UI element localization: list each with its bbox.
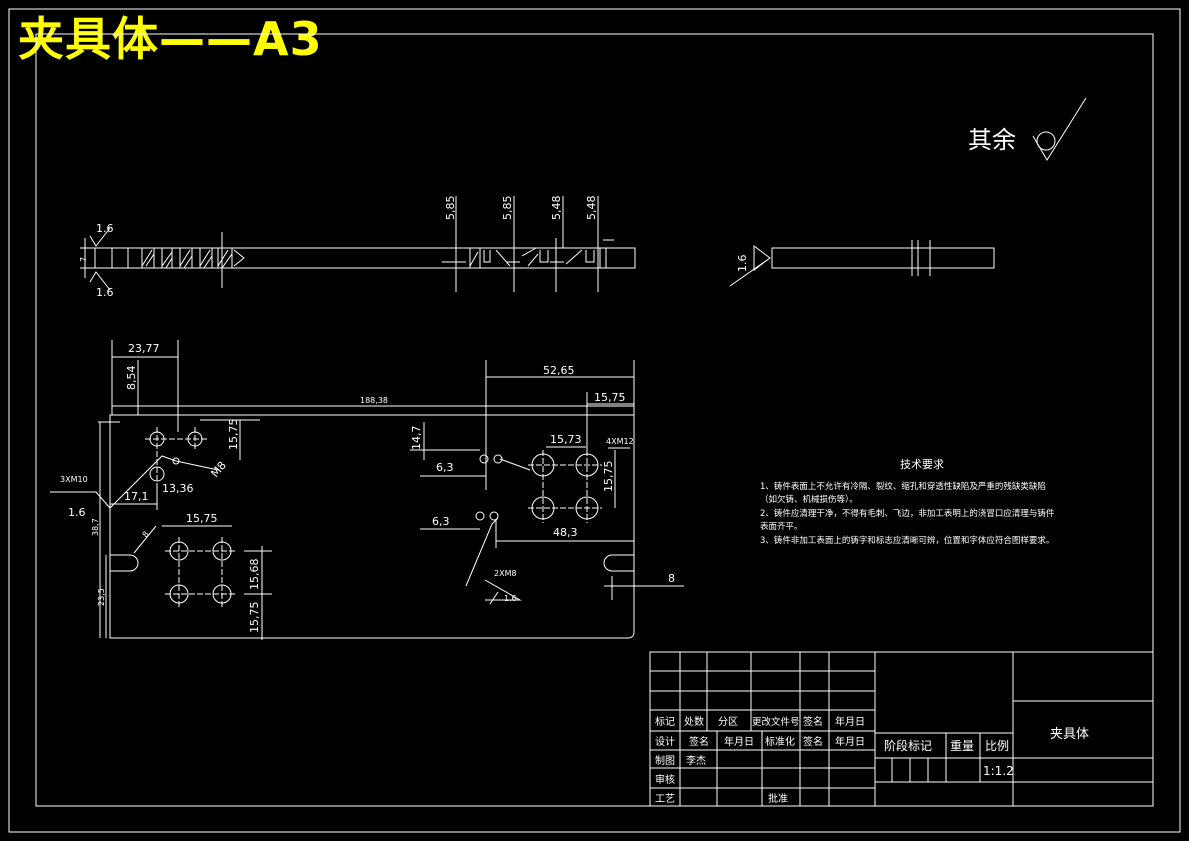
tb-shenhe: 审核 xyxy=(655,773,675,786)
tb-qianming-1: 签名 xyxy=(803,715,823,728)
tb-chushu: 处数 xyxy=(684,715,704,728)
dim-15-75-vert: 15,75 xyxy=(227,419,240,451)
plan-view-dims: 23,77 8,54 188,38 52,65 15,75 15,75 14,7… xyxy=(60,342,675,633)
dim-17-1: 17,1 xyxy=(124,490,149,503)
tb-qianming-3: 签名 xyxy=(803,735,823,748)
dim-8-slot: 8 xyxy=(141,530,151,540)
title-block xyxy=(649,651,1154,807)
tech-line-2: （如欠铸、机械损伤等）。 xyxy=(760,494,858,505)
side-view-right xyxy=(729,240,995,287)
side-dim-1: 5,85 xyxy=(444,196,457,221)
tech-line-3: 2、铸件应清理干净，不得有毛刺、飞边，非加工表明上的浇冒口应清理与铸件 xyxy=(760,508,1055,519)
side-view-dims: 7 5,85 5,85 5,48 5,48 1.6 1.6 xyxy=(79,196,598,300)
dim-188-38: 188,38 xyxy=(360,396,388,405)
tb-designer-name: 李杰 xyxy=(686,754,706,767)
dim-13-36: 13,36 xyxy=(162,482,194,495)
drawing-title: 夹具体——A3 xyxy=(18,12,323,66)
dim-15-73: 15,73 xyxy=(550,433,582,446)
plan-view xyxy=(50,340,684,640)
dim-15-75-right: 15,75 xyxy=(602,461,615,493)
side-thickness: 7 xyxy=(79,257,88,262)
tb-nianyueri-1: 年月日 xyxy=(835,715,865,728)
dim-23-77: 23,77 xyxy=(128,342,160,355)
tb-scale-label: 比例 xyxy=(985,739,1009,753)
tb-biaoji: 标记 xyxy=(655,716,675,728)
dim-15-75-top: 15,75 xyxy=(594,391,626,404)
tb-scale: 1:1.2 xyxy=(983,764,1014,778)
tb-fenqu: 分区 xyxy=(718,716,738,728)
tech-requirements: 技术要求 1、铸件表面上不允许有冷隔、裂纹、缩孔和穿透性缺陷及严重的残缺类缺陷 … xyxy=(760,458,1055,546)
dim-m8: M8 xyxy=(208,459,229,480)
tb-pizhun: 批准 xyxy=(768,792,788,805)
inner-border xyxy=(35,33,1154,807)
dim-8: 8 xyxy=(668,572,675,585)
tb-weight: 重量 xyxy=(950,739,974,753)
tb-part-name: 夹具体 xyxy=(1050,727,1089,742)
dim-14-7: 14,7 xyxy=(410,426,423,451)
tb-sheji: 设计 xyxy=(655,735,675,748)
tb-gongyi: 工艺 xyxy=(655,793,675,805)
dim-15-75-mid: 15,75 xyxy=(186,512,218,525)
dim-6-3-a: 6,3 xyxy=(436,461,454,474)
dim-15-68: 15,68 xyxy=(248,559,261,591)
roughness-top: 1.6 xyxy=(96,222,114,235)
dim-23-5: 23,5 xyxy=(97,588,106,606)
dim-15-75-bottom: 15,75 xyxy=(248,602,261,634)
callout-4xm12: 4XM12 xyxy=(606,437,634,446)
dim-52-65: 52,65 xyxy=(543,364,575,377)
side-view xyxy=(80,196,636,292)
tb-nianyueri-3: 年月日 xyxy=(835,735,865,748)
tb-nianyueri-2: 年月日 xyxy=(724,735,754,748)
roughness-right: 1.6 xyxy=(736,255,749,273)
tech-line-5: 3、铸件非加工表面上的铸字和标志应清晰可辨，位置和字体应符合图样要求。 xyxy=(760,535,1054,546)
outer-border xyxy=(8,8,1181,833)
side-dim-2: 5,85 xyxy=(501,196,514,221)
roughness-plan-1: 1.6 xyxy=(68,506,86,519)
callout-2xm8: 2XM8 xyxy=(494,569,517,578)
dim-6-3-b: 6,3 xyxy=(432,515,450,528)
tb-zhitu: 制图 xyxy=(655,754,675,767)
dim-8-54: 8,54 xyxy=(125,366,138,391)
roughness-plan-2: 1.6 xyxy=(504,594,517,603)
dim-38-7: 38,7 xyxy=(91,518,100,536)
tech-line-4: 表面齐平。 xyxy=(760,521,803,532)
tech-line-1: 1、铸件表面上不允许有冷隔、裂纹、缩孔和穿透性缺陷及严重的残缺类缺陷 xyxy=(760,481,1046,492)
tb-biaozhunhua: 标准化 xyxy=(765,735,795,748)
tb-genggai: 更改文件号 xyxy=(752,716,800,728)
tech-heading: 技术要求 xyxy=(900,458,944,471)
side-dim-3: 5,48 xyxy=(550,196,563,221)
tb-stage-mark: 阶段标记 xyxy=(884,738,932,753)
callout-3xm10: 3XM10 xyxy=(60,475,88,484)
roughness-other-symbol: 其余 xyxy=(968,97,1087,161)
dim-48-3: 48,3 xyxy=(553,526,578,539)
tb-qianming-2: 签名 xyxy=(689,735,709,748)
roughness-other-label: 其余 xyxy=(968,126,1016,154)
side-dim-4: 5,48 xyxy=(585,196,598,221)
title-block-text: 标记 处数 分区 更改文件号 签名 年月日 设计 签名 年月日 标准化 签名 年… xyxy=(655,715,1089,805)
roughness-bottom: 1.6 xyxy=(96,286,114,299)
